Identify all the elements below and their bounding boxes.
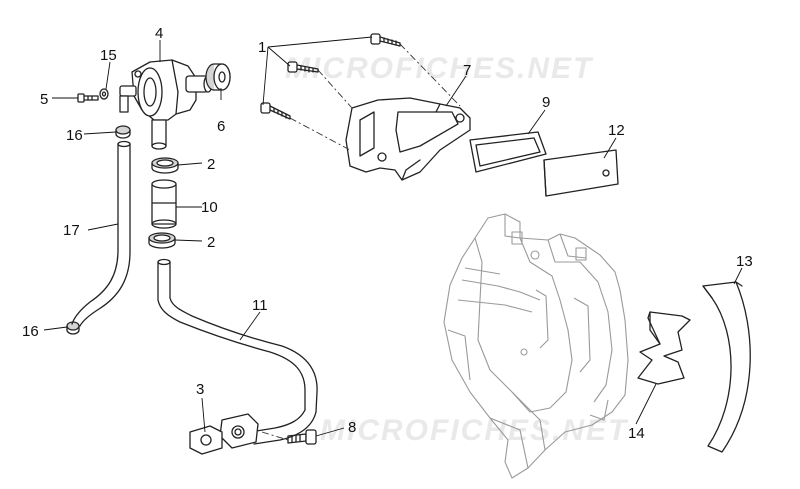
assembly-line-middle [317, 69, 353, 109]
callout-2-upper: 2 [207, 156, 215, 173]
part-17-hose [71, 140, 131, 327]
fan-cover-housing [443, 213, 629, 479]
leader-lines [43, 36, 743, 437]
watermark-bottom: MICROFICHES.NET [320, 414, 629, 447]
callout-16-top: 16 [66, 127, 83, 144]
callout-14: 14 [628, 425, 645, 442]
callout-9: 9 [542, 94, 550, 111]
callout-4: 4 [155, 25, 163, 42]
part-6-bushing [205, 63, 231, 91]
callout-5: 5 [40, 91, 48, 108]
assembly-line-top [399, 43, 461, 107]
part-13-curved-seal [702, 281, 751, 453]
callout-17: 17 [63, 222, 80, 239]
part-2-clamp-upper [151, 157, 179, 174]
callout-1: 1 [258, 39, 266, 56]
assembly-line-bottom [289, 117, 351, 151]
part-16-clamp-top [115, 125, 131, 139]
part-1-screws [260, 33, 401, 120]
callout-16-bottom: 16 [22, 323, 39, 340]
callout-15: 15 [100, 47, 117, 64]
part-15-washer [99, 88, 109, 100]
part-10-hose-sleeve [151, 179, 177, 229]
callout-6: 6 [217, 118, 225, 135]
part-8-screw [261, 429, 317, 445]
callout-3: 3 [196, 381, 204, 398]
callout-11: 11 [252, 297, 268, 314]
part-5-screw [77, 93, 99, 103]
callout-13: 13 [736, 253, 753, 270]
part-7-bracket [345, 97, 471, 181]
part-9-gasket [469, 131, 547, 173]
part-12-pad [543, 149, 619, 197]
part-14-seal [637, 311, 691, 385]
part-16-clamp-bottom [66, 321, 80, 335]
watermark-top: MICROFICHES.NET [285, 52, 594, 85]
callout-12: 12 [608, 122, 625, 139]
callout-7: 7 [463, 62, 471, 79]
part-3-gasket [189, 425, 223, 455]
callout-2-lower: 2 [207, 234, 215, 251]
part-4-valve [119, 59, 213, 150]
part-2-clamp-lower [148, 232, 176, 249]
callout-10: 10 [201, 199, 218, 216]
part-11-pipe [157, 258, 318, 449]
callout-8: 8 [348, 419, 356, 436]
